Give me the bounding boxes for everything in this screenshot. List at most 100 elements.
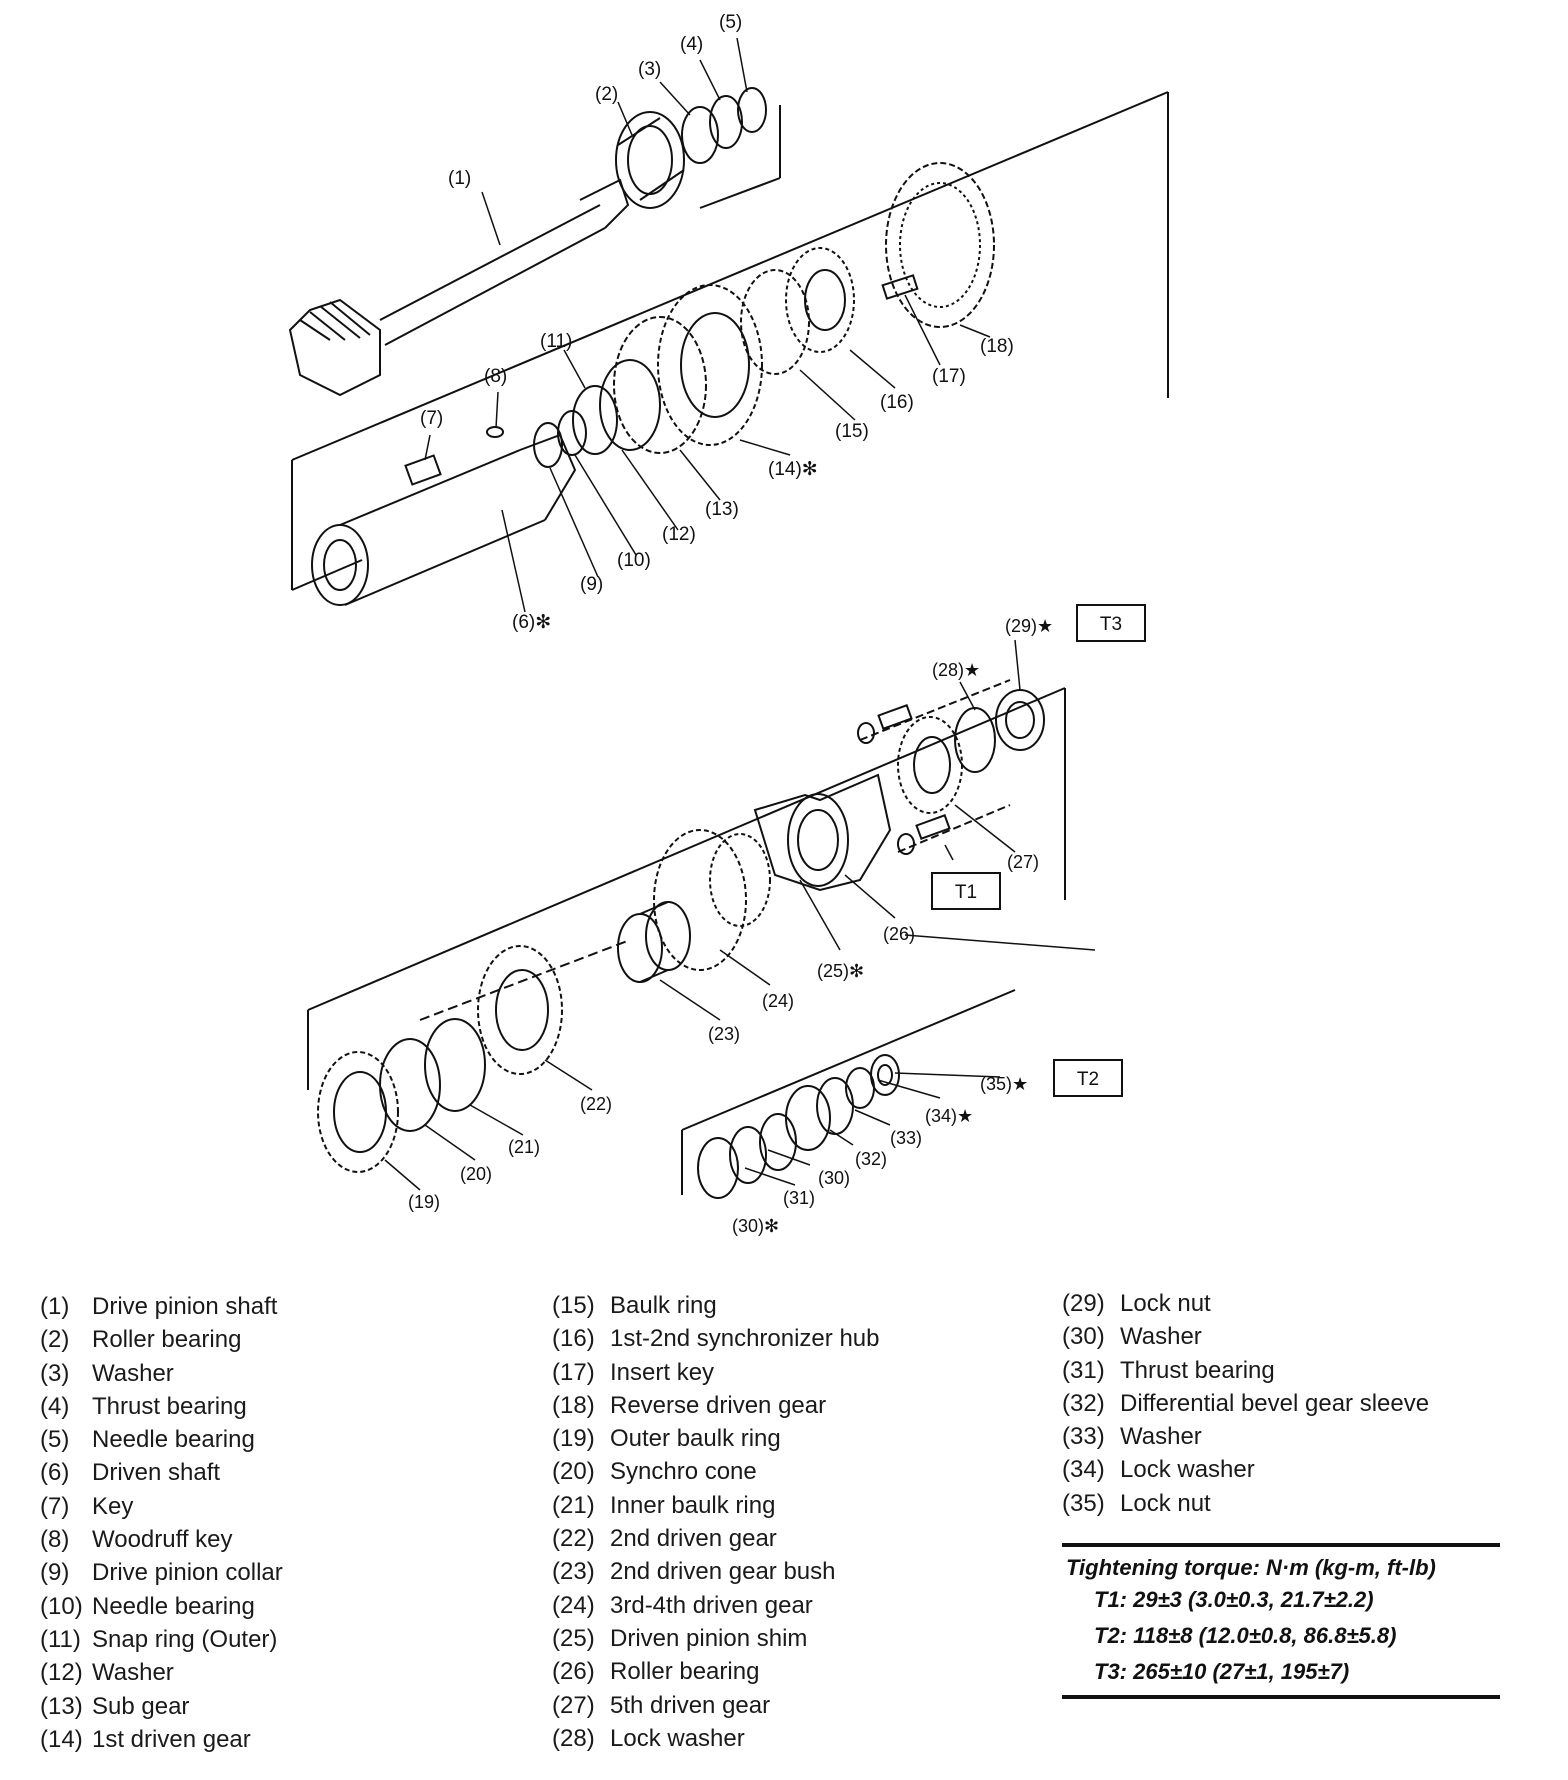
part-name: 1st driven gear (92, 1725, 251, 1753)
part-number: (29) (1062, 1290, 1105, 1317)
reverse-driven-gear-part (885, 162, 995, 328)
callout-4: (4) (680, 34, 703, 55)
third-fourth-driven-gear-part (653, 829, 771, 971)
part-number: (7) (40, 1492, 70, 1520)
part-number: (25) (552, 1624, 595, 1652)
parts-list-item: (17)Insert key (552, 1356, 879, 1389)
lock-nut-29-part (995, 689, 1045, 751)
part-name: 1st-2nd synchronizer hub (610, 1325, 880, 1353)
synchro-cone-part (379, 1038, 441, 1132)
lower-frame (307, 687, 1066, 1090)
part-number: (21) (552, 1491, 595, 1519)
callout-labels: (1) (2) (3) (4) (5) (6)✻ (7) (8) (9) (10… (408, 12, 1053, 1236)
part-name: Roller bearing (610, 1658, 760, 1686)
part-name: Lock washer (610, 1724, 745, 1752)
bolts (419, 679, 1011, 1021)
callout-14: (14)✻ (768, 459, 818, 480)
parts-list-item: (18) Reverse driven gear (552, 1389, 879, 1422)
parts-list-item: (8)Woodruff key (40, 1523, 283, 1556)
callout-31: (31) (783, 1188, 815, 1208)
part-name: Woodruff key (92, 1526, 233, 1554)
part-number: (28) (552, 1724, 595, 1752)
parts-list-item: (23) 2nd driven gear bush (552, 1555, 879, 1588)
part-name: Reverse driven gear (610, 1391, 827, 1419)
callout-20: (20) (460, 1164, 492, 1184)
synchronizer-hub-part (785, 247, 855, 353)
part-name: Snap ring (Outer) (92, 1625, 278, 1653)
callout-28: (28)★ (932, 660, 980, 680)
callout-1: (1) (448, 168, 471, 189)
parts-list-item: (1)Drive pinion shaft (40, 1290, 283, 1323)
part-number: (18) (552, 1391, 595, 1419)
parts-list-item: (12)Washer (40, 1656, 283, 1689)
parts-list-col3: (29)Lock nut(30)Washer(31)Thrust bearing… (1062, 1287, 1429, 1520)
callout-26: (26) (883, 924, 915, 944)
callout-8: (8) (484, 366, 507, 387)
lock-washer-28-part (954, 707, 996, 773)
part-name: Lock nut (1120, 1290, 1211, 1317)
parts-list-item: (2)Roller bearing (40, 1323, 283, 1356)
part-name: Lock nut (1120, 1489, 1211, 1517)
parts-list-item: (32)Differential bevel gear sleeve (1062, 1387, 1429, 1420)
parts-list-item: (26)Roller bearing (552, 1655, 879, 1688)
part-name: Drive pinion shaft (92, 1293, 278, 1320)
callout-16: (16) (880, 392, 914, 413)
parts-list-item: (27)5th driven gear (552, 1689, 879, 1722)
torque-bottom-rule (1062, 1695, 1500, 1699)
parts-list-item: (21)Inner baulk ring (552, 1489, 879, 1522)
part-number: (16) (552, 1325, 595, 1353)
part-name: Sub gear (92, 1692, 190, 1720)
part-name: Washer (1120, 1323, 1202, 1351)
parts-list-item: (33)Washer (1062, 1420, 1429, 1453)
part-name: 2nd driven gear (610, 1525, 777, 1553)
parts-list-item: (4)Thrust bearing (40, 1390, 283, 1423)
drive-pinion-collar-part (533, 422, 563, 468)
part-name: 2nd driven gear bush (610, 1558, 836, 1586)
driven-gear-bush-part (617, 901, 691, 983)
part-name: Outer baulk ring (610, 1425, 781, 1453)
part-number: (24) (552, 1591, 595, 1619)
baulk-ring-part (740, 269, 810, 375)
callout-10: (10) (617, 550, 651, 571)
callout-32: (32) (855, 1149, 887, 1169)
callout-7: (7) (420, 408, 443, 429)
part-name: 3rd-4th driven gear (610, 1591, 813, 1619)
part-number: (23) (552, 1558, 595, 1586)
callout-24: (24) (762, 991, 794, 1011)
part-name: Roller bearing (92, 1326, 242, 1354)
fifth-driven-gear-part (897, 716, 963, 814)
part-number: (14) (40, 1725, 83, 1753)
callout-2: (2) (595, 84, 618, 105)
part-name: Needle bearing (92, 1592, 255, 1620)
callout-19: (19) (408, 1192, 440, 1212)
svg-text:T1: T1 (955, 882, 977, 903)
part-number: (34) (1062, 1456, 1105, 1484)
parts-list-item: (11)Snap ring (Outer) (40, 1623, 283, 1656)
part-number: (10) (40, 1592, 83, 1620)
part-number: (31) (1062, 1356, 1105, 1384)
part-name: Key (92, 1492, 134, 1520)
parts-list-item: (3)Washer (40, 1357, 283, 1390)
parts-list-item: (28) Lock washer (552, 1722, 879, 1755)
part-name: Differential bevel gear sleeve (1120, 1389, 1430, 1417)
parts-list-item: (13)Sub gear (40, 1690, 283, 1723)
callout-3: (3) (638, 59, 661, 80)
callout-23: (23) (708, 1024, 740, 1044)
driven-shaft-frame (291, 91, 1169, 591)
callout-27: (27) (1007, 852, 1039, 872)
parts-list-item: (6)Driven shaft (40, 1456, 283, 1489)
part-number: (35) (1062, 1489, 1105, 1517)
parts-list-item: (22)2nd driven gear (552, 1522, 879, 1555)
part-number: (15) (552, 1292, 595, 1319)
parts-list-item: (7) Key (40, 1490, 283, 1523)
woodruff-key-part (486, 426, 504, 438)
part-number: (12) (40, 1659, 83, 1687)
second-driven-gear-part (477, 945, 563, 1075)
torque-top-rule (1062, 1543, 1500, 1547)
torque-box-t1: T1 (931, 872, 1001, 910)
part-number: (27) (552, 1691, 595, 1719)
parts-list-item: (31)Thrust bearing (1062, 1354, 1429, 1387)
tightening-torque-table: Tightening torque: N·m (kg-m, ft-lb) T1:… (1062, 1543, 1500, 1699)
callout-15: (15) (835, 421, 869, 442)
